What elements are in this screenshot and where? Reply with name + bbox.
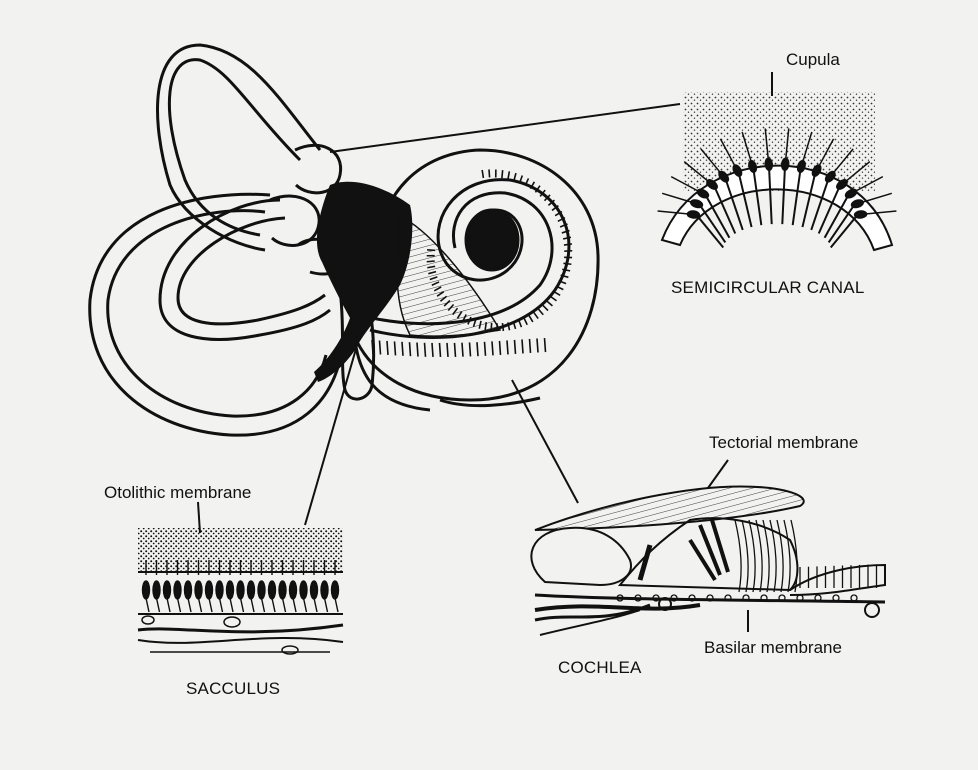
- vestibulocochlear-nerve: [314, 182, 500, 382]
- label-otolithic-membrane: Otolithic membrane: [104, 483, 251, 503]
- label-cochlea: COCHLEA: [558, 658, 642, 678]
- label-cupula: Cupula: [786, 50, 840, 70]
- macula-detail: [138, 528, 343, 654]
- label-basilar-membrane: Basilar membrane: [704, 638, 842, 658]
- label-semicircular-canal: SEMICIRCULAR CANAL: [671, 278, 864, 298]
- label-sacculus: SACCULUS: [186, 679, 280, 699]
- crista-detail: [658, 92, 897, 250]
- label-tectorial-membrane: Tectorial membrane: [709, 433, 858, 453]
- organ-of-corti-detail: [531, 486, 885, 635]
